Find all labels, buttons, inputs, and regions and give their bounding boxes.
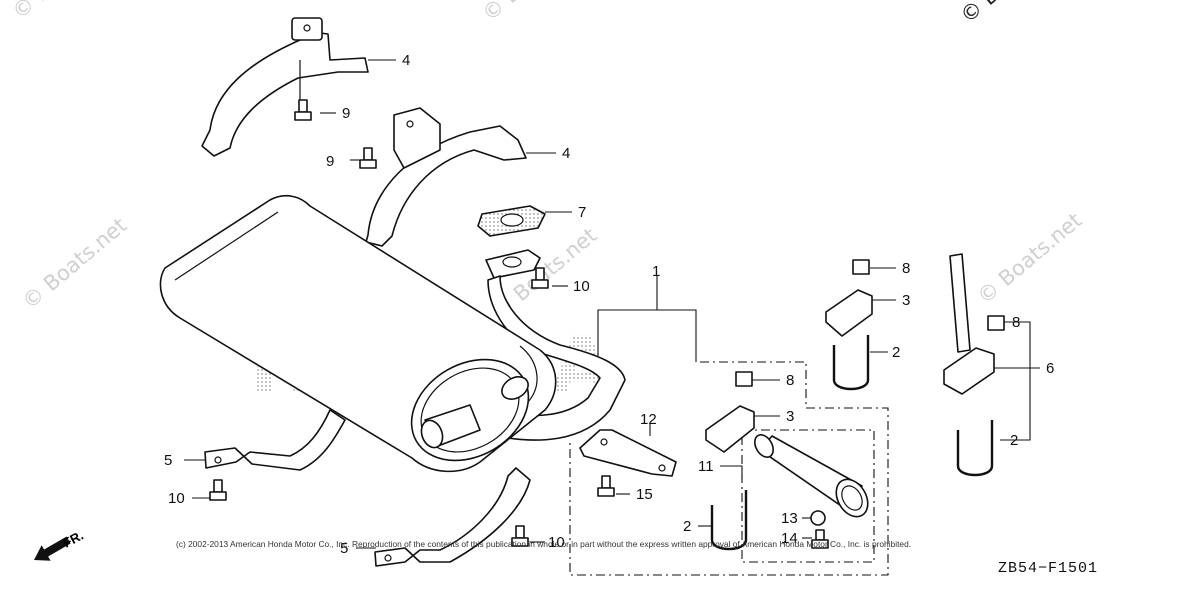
muffler-part bbox=[159, 194, 557, 473]
silencer-part bbox=[741, 429, 875, 563]
callout-10: 10 bbox=[573, 278, 590, 295]
callout-3: 3 bbox=[786, 408, 794, 425]
bolt-parts bbox=[209, 99, 829, 549]
callout-4: 4 bbox=[402, 52, 410, 69]
middle-bracket-part bbox=[365, 107, 527, 247]
callout-10: 10 bbox=[168, 490, 185, 507]
assembly-bracket-1 bbox=[569, 276, 889, 576]
callout-8: 8 bbox=[1012, 314, 1020, 331]
front-arrow-icon bbox=[34, 536, 71, 561]
callout-2: 2 bbox=[683, 518, 691, 535]
callout-12: 12 bbox=[640, 411, 657, 428]
callout-8: 8 bbox=[786, 372, 794, 389]
gasket-part bbox=[477, 205, 546, 237]
callout-5: 5 bbox=[164, 452, 172, 469]
watermark-text: © Boats.net bbox=[18, 213, 132, 314]
callout-5: 5 bbox=[340, 540, 348, 557]
stay-plate-part bbox=[579, 429, 677, 477]
callout-8: 8 bbox=[902, 260, 910, 277]
diagram-code: ZB54−F1501 bbox=[997, 560, 1098, 577]
callout-15: 15 bbox=[636, 486, 653, 503]
leader-lines bbox=[184, 59, 1040, 549]
callout-11: 11 bbox=[698, 458, 714, 475]
callout-9: 9 bbox=[326, 153, 334, 170]
callout-2: 2 bbox=[892, 344, 900, 361]
watermark-text: © Boats.net bbox=[8, 0, 122, 24]
callout-9: 9 bbox=[342, 105, 350, 122]
watermark-text: © Boats.net bbox=[478, 0, 592, 26]
watermark-text: © Boats.net bbox=[956, 0, 1070, 28]
callout-10: 10 bbox=[548, 534, 565, 551]
copyright-notice: (c) 2002-2013 American Honda Motor Co., … bbox=[176, 539, 912, 549]
callout-14: 14 bbox=[781, 530, 798, 547]
lower-bracket-left-part bbox=[204, 409, 346, 471]
callout-13: 13 bbox=[781, 510, 798, 527]
callout-1: 1 bbox=[652, 263, 660, 280]
callout-4: 4 bbox=[562, 145, 570, 162]
callout-3: 3 bbox=[902, 292, 910, 309]
watermark-text: © Boats.net bbox=[973, 208, 1087, 309]
lower-bracket-right-part bbox=[374, 467, 531, 567]
upper-bracket-part bbox=[201, 17, 369, 157]
callout-2: 2 bbox=[1010, 432, 1018, 449]
callout-labels: 4 9 9 4 7 10 1 8 3 2 8 6 2 8 3 12 11 15 … bbox=[164, 52, 1054, 557]
callout-6: 6 bbox=[1046, 360, 1054, 377]
u-bolt-parts bbox=[710, 335, 994, 551]
front-marker: FR. bbox=[60, 528, 86, 551]
callout-7: 7 bbox=[578, 204, 586, 221]
clamp-parts bbox=[705, 253, 1005, 453]
